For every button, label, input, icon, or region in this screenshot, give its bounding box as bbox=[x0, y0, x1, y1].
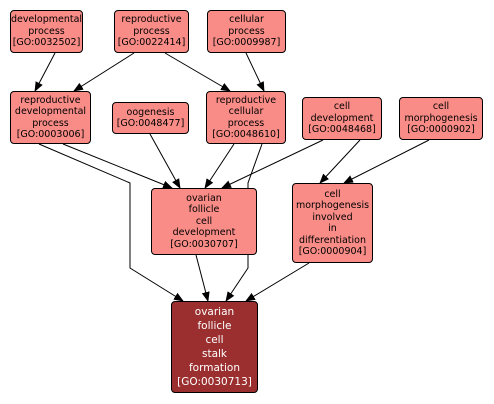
edge-GO0003006-to-GO0030707 bbox=[62, 143, 173, 189]
go-term-node-go0030713[interactable]: ovarian follicle cell stalk formation [GO:003… bbox=[171, 301, 258, 393]
node-label-line: cellular bbox=[229, 14, 264, 26]
node-label-line: ovarian bbox=[194, 306, 235, 318]
node-label-line: process bbox=[228, 25, 265, 37]
node-label-line: stalk bbox=[201, 348, 228, 360]
edge-GO0000902-to-GO0000904 bbox=[343, 139, 430, 184]
node-label-line: development bbox=[310, 112, 374, 124]
edge-GO0048468-to-GO0000904 bbox=[319, 139, 361, 184]
node-label-line: [GO:0003006] bbox=[16, 129, 85, 140]
edge-GO0048610-to-GO0030707 bbox=[204, 143, 235, 189]
node-label-line: oogenesis bbox=[126, 106, 175, 118]
node-label-line: [GO:0022414] bbox=[117, 37, 186, 49]
node-label-line: [GO:0048610] bbox=[212, 129, 280, 140]
node-label-line: cell bbox=[324, 188, 341, 200]
node-label-line: [GO:0030707] bbox=[170, 238, 238, 250]
node-label-line: cell bbox=[205, 334, 224, 346]
node-label-line: morphogenesis bbox=[295, 200, 370, 211]
go-term-node-go0048477[interactable]: oogenesis[GO:0048477] bbox=[112, 102, 189, 134]
node-label-line: [GO:0048468] bbox=[308, 124, 376, 136]
node-label-line: cellular bbox=[228, 106, 264, 117]
node-label-line: reproductive bbox=[20, 94, 81, 106]
node-label-line: involved bbox=[312, 211, 353, 223]
node-label-line: morphogenesis bbox=[404, 112, 478, 124]
node-label-line: developmental bbox=[10, 14, 83, 26]
node-label-line: [GO:0048477] bbox=[116, 118, 185, 129]
node-label-line: process bbox=[28, 25, 65, 37]
edge-GO0022414-to-GO0048610 bbox=[164, 52, 231, 92]
node-label-line: reproductive bbox=[215, 94, 277, 106]
node-label-line: development bbox=[172, 227, 236, 239]
edge-GO0048468-to-GO0030707 bbox=[221, 139, 324, 189]
node-label-line: ovarian bbox=[186, 192, 222, 204]
node-label-line: [GO:0030713] bbox=[177, 376, 252, 388]
node-label-line: cell bbox=[333, 101, 351, 113]
node-label-line: [GO:0000904] bbox=[298, 246, 367, 257]
node-label-line: [GO:0032502] bbox=[12, 37, 81, 49]
node-label-line: follicle bbox=[188, 204, 220, 216]
node-label-line: reproductive bbox=[121, 14, 182, 26]
edge-GO0009987-to-GO0048610 bbox=[245, 52, 265, 92]
node-label-line: in bbox=[328, 223, 337, 234]
node-label-line: [GO:0000902] bbox=[407, 124, 475, 136]
node-label-line: follicle bbox=[197, 320, 232, 332]
node-label-line: differentiation bbox=[298, 234, 366, 246]
node-label-line: developmental bbox=[14, 106, 87, 117]
node-label-line: [GO:0009987] bbox=[212, 37, 281, 49]
node-label-line: formation bbox=[188, 362, 241, 374]
node-label-line: process bbox=[32, 117, 69, 129]
node-label-line: process bbox=[227, 117, 265, 129]
edge-GO0048477-to-GO0030707 bbox=[149, 133, 181, 189]
node-label-line: cell bbox=[195, 215, 213, 227]
edge-GO0000904-to-GO0030713 bbox=[245, 262, 310, 302]
node-label-line: process bbox=[133, 25, 170, 37]
edge-GO0022414-to-GO0003006 bbox=[73, 52, 135, 92]
edge-GO0003006-to-GO0030713 bbox=[38, 143, 184, 302]
edge-GO0030707-to-GO0030713 bbox=[195, 254, 210, 302]
node-label-line: cell bbox=[432, 101, 450, 113]
edge-GO0032502-to-GO0003006 bbox=[34, 52, 56, 92]
